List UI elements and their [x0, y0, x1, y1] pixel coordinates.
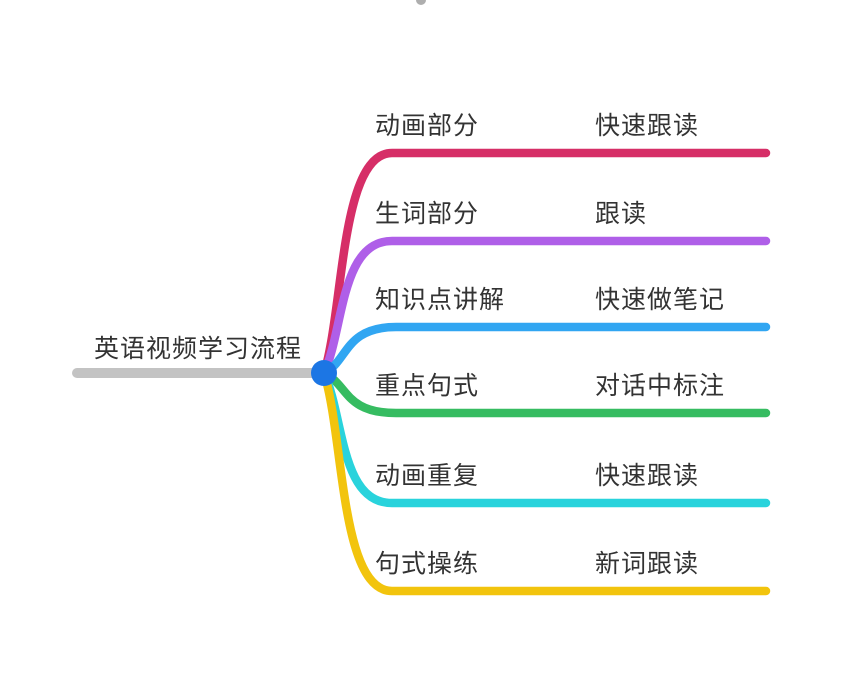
branch-subtopic-2[interactable]: 快速做笔记 — [595, 286, 726, 314]
branch-topic-3[interactable]: 重点句式 — [375, 372, 480, 400]
branch-line-2 — [319, 322, 771, 378]
branch-topic-0[interactable]: 动画部分 — [375, 112, 480, 140]
branch-topic-1[interactable]: 生词部分 — [375, 200, 480, 228]
branch-subtopic-0[interactable]: 快速跟读 — [595, 112, 700, 140]
branch-topic-5[interactable]: 句式操练 — [375, 550, 480, 578]
branch-subtopic-3[interactable]: 对话中标注 — [595, 372, 726, 400]
branch-topic-2[interactable]: 知识点讲解 — [375, 286, 506, 314]
branch-line-1 — [319, 236, 771, 378]
branch-subtopic-4[interactable]: 快速跟读 — [595, 462, 700, 490]
branch-subtopic-1[interactable]: 跟读 — [595, 200, 648, 228]
branch-line-0 — [319, 148, 771, 378]
clipped-text-artifact — [416, 0, 426, 5]
root-topic[interactable]: 英语视频学习流程 — [94, 335, 303, 363]
branch-topic-4[interactable]: 动画重复 — [375, 462, 480, 490]
branch-line-5 — [319, 368, 771, 596]
branch-subtopic-5[interactable]: 新词跟读 — [595, 550, 700, 578]
center-dot-handle[interactable] — [311, 360, 337, 386]
